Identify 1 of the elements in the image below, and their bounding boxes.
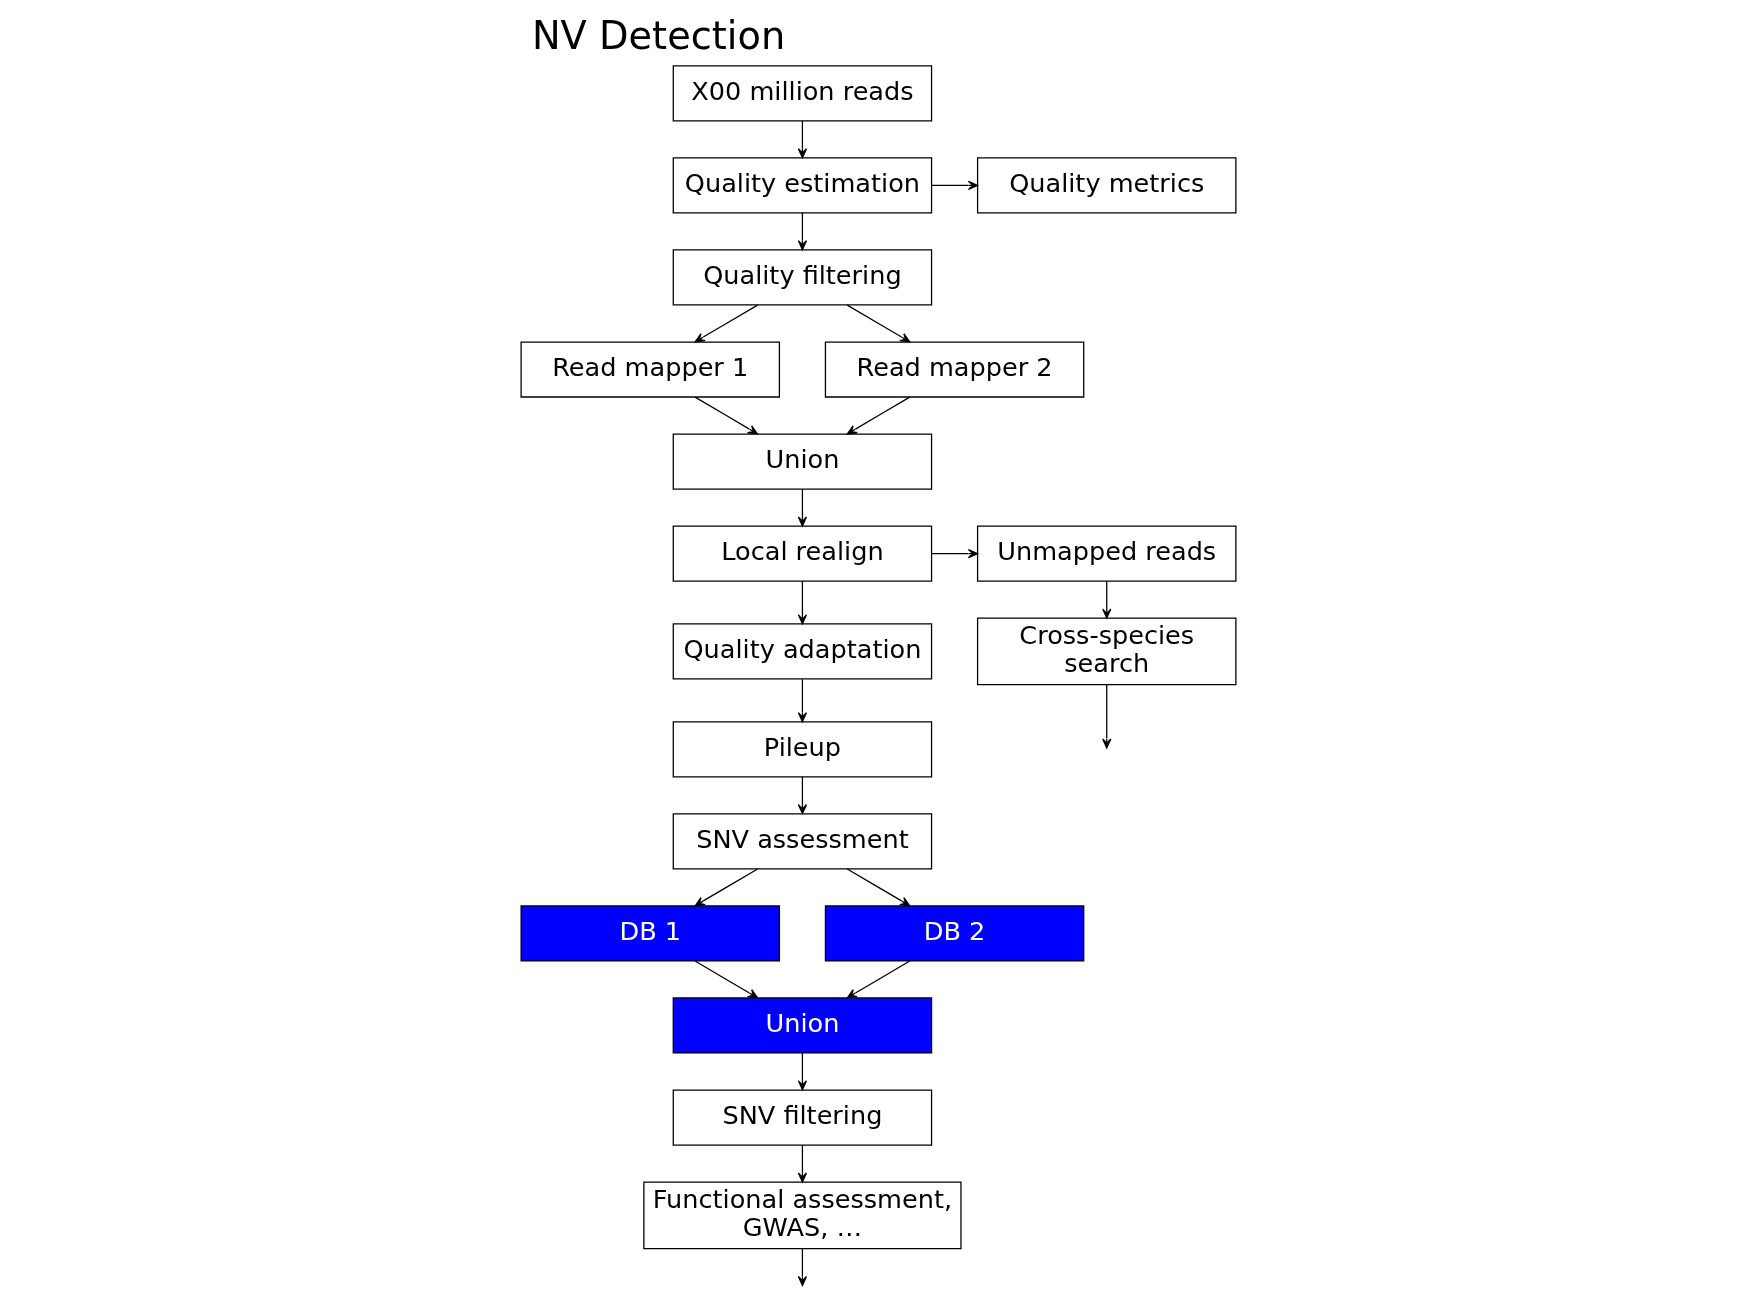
diagram-title: NV Detection (531, 13, 786, 59)
